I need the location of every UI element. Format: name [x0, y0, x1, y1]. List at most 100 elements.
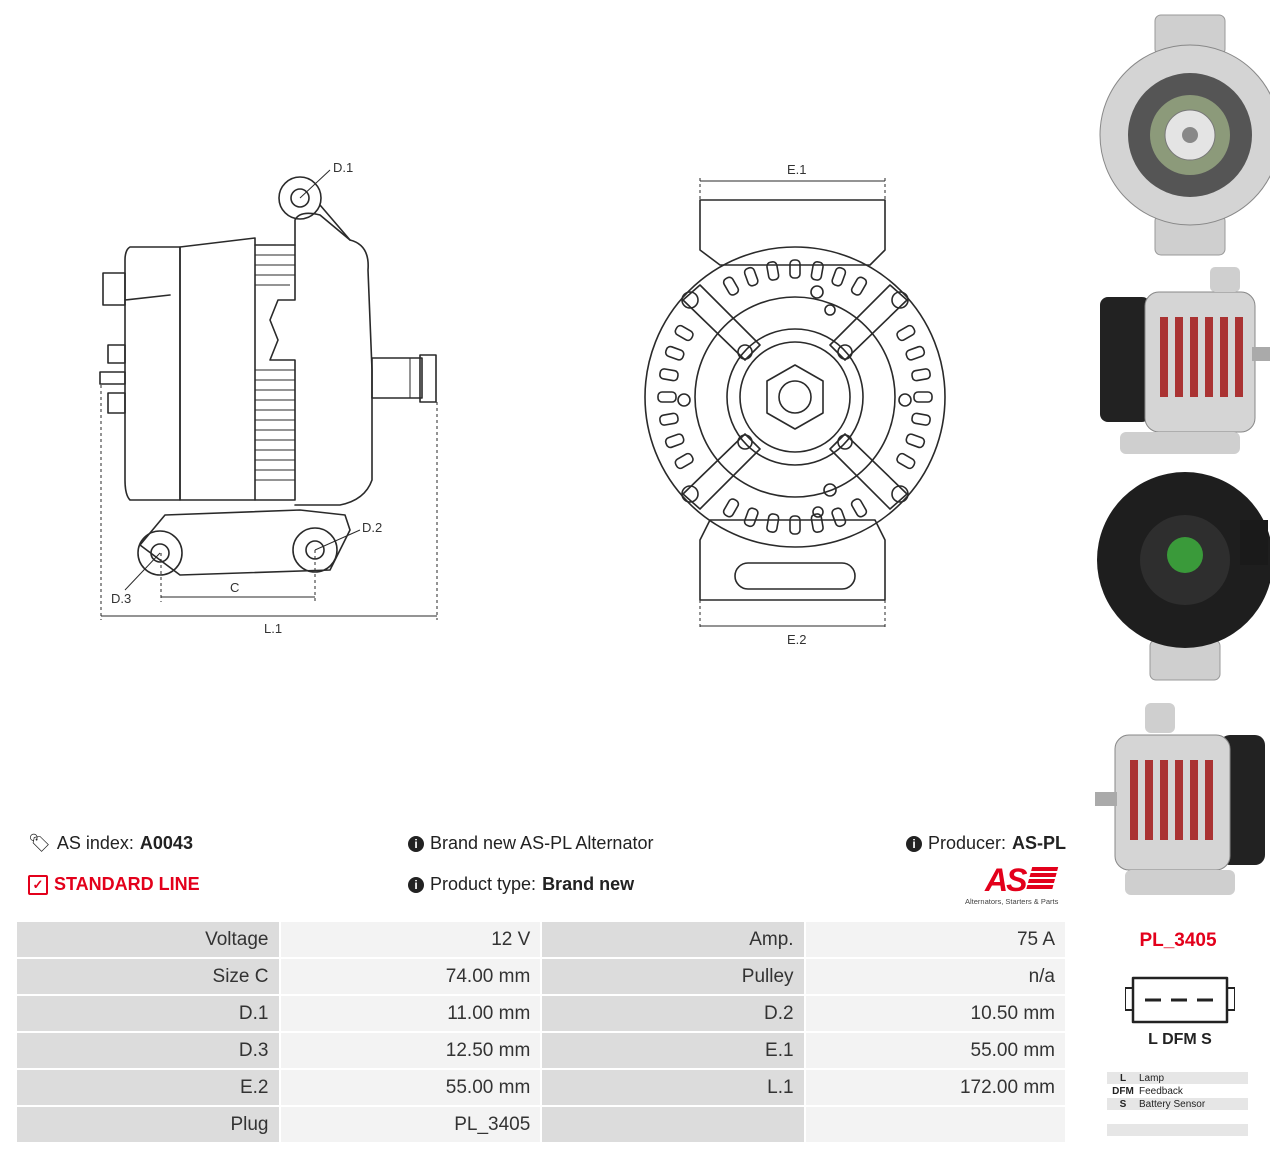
- vent-slot: [810, 261, 824, 281]
- vent-slot: [664, 433, 685, 449]
- spec-key: Size C: [17, 959, 279, 994]
- spec-value: 10.50 mm: [805, 996, 1065, 1031]
- legend-row-dfm: DFM Feedback: [1107, 1085, 1248, 1097]
- plug-code: PL_3405: [1139, 930, 1217, 951]
- standard-line-badge: ✓ STANDARD LINE: [28, 874, 200, 895]
- spec-value: 11.00 mm: [280, 996, 541, 1031]
- legend-row-l: L Lamp: [1107, 1072, 1248, 1084]
- vent-slot: [722, 498, 740, 518]
- as-index-value: A0043: [139, 833, 193, 853]
- spec-value: [805, 1107, 1065, 1142]
- vent-slot: [674, 452, 694, 470]
- legend-desc: Battery Sensor: [1139, 1098, 1206, 1110]
- label-c: C: [230, 580, 239, 595]
- logo-mark: AS: [985, 862, 1027, 898]
- vent-slot: [743, 507, 759, 528]
- spec-key: [542, 1107, 804, 1142]
- vent-slot: [766, 261, 780, 281]
- plug-pins: L DFM S: [1148, 1031, 1212, 1048]
- spec-key: D.3: [17, 1033, 279, 1068]
- vent-slot: [789, 259, 801, 279]
- vent-slot: [766, 513, 780, 533]
- standard-line-label: STANDARD LINE: [54, 874, 200, 894]
- label-d2: D.2: [362, 520, 382, 535]
- logo-stripes: [1025, 867, 1059, 891]
- as-index: 🏷︎ AS index: A0043: [28, 833, 193, 854]
- legend-code: S: [1119, 1098, 1127, 1110]
- photo-rear: [1090, 470, 1270, 685]
- photo-front: [1090, 10, 1270, 260]
- check-square-icon: ✓: [28, 874, 48, 895]
- spec-key: L.1: [542, 1070, 804, 1105]
- legend-desc: Feedback: [1139, 1085, 1183, 1097]
- vent-slot: [850, 276, 868, 296]
- producer-label: Producer:: [928, 833, 1007, 853]
- vent-slot: [896, 324, 916, 342]
- legend-code: L: [1119, 1072, 1127, 1084]
- vent-slot: [831, 507, 847, 528]
- spec-key: Voltage: [17, 922, 279, 957]
- label-l1: L.1: [264, 621, 282, 636]
- spec-value: 12 V: [280, 922, 541, 957]
- photo-side-left: [1090, 262, 1270, 462]
- as-index-label: AS index:: [56, 833, 134, 853]
- spec-value: PL_3405: [280, 1107, 541, 1142]
- label-e1: E.1: [787, 162, 807, 177]
- label-d1: D.1: [333, 160, 353, 175]
- logo-tagline: Alternators, Starters & Parts: [965, 897, 1059, 906]
- vent-slot: [850, 498, 868, 518]
- vent-slot: [896, 452, 916, 470]
- product-type-info: i Product type: Brand new: [408, 874, 634, 895]
- legend-desc: Lamp: [1139, 1072, 1165, 1084]
- vent-slot: [810, 513, 824, 533]
- asp-logo: AS Alternators, Starters & Parts: [965, 862, 1069, 908]
- vent-slot: [789, 515, 801, 535]
- spec-key: E.2: [17, 1070, 279, 1105]
- vent-slot: [911, 412, 931, 426]
- spec-key: Pulley: [542, 959, 804, 994]
- vent-slot: [913, 391, 933, 403]
- vent-slot: [743, 266, 759, 287]
- vent-slot: [674, 324, 694, 342]
- info-circle-icon: i: [906, 835, 922, 852]
- legend-row-s: S Battery Sensor: [1107, 1098, 1248, 1110]
- legend-row-empty: [1107, 1124, 1248, 1136]
- spec-value: 55.00 mm: [280, 1070, 541, 1105]
- label-e2: E.2: [787, 632, 807, 647]
- spec-key: E.1: [542, 1033, 804, 1068]
- brand-new-info: i Brand new AS-PL Alternator: [408, 833, 653, 854]
- vent-slot: [657, 391, 677, 403]
- vent-slot: [911, 368, 931, 382]
- product-type-label: Product type:: [430, 874, 537, 894]
- spec-key: Plug: [17, 1107, 279, 1142]
- vent-slot: [659, 368, 679, 382]
- legend-code: DFM: [1112, 1085, 1134, 1097]
- vent-slot: [905, 345, 926, 361]
- plug-connector-icon: [1125, 976, 1235, 1024]
- photo-side-right: [1090, 700, 1270, 905]
- spec-value: n/a: [805, 959, 1065, 994]
- spec-value: 55.00 mm: [805, 1033, 1065, 1068]
- producer-value: AS-PL: [1012, 833, 1067, 853]
- vent-slot: [659, 412, 679, 426]
- brand-new-text: Brand new AS-PL Alternator: [430, 833, 654, 853]
- product-type-value: Brand new: [542, 874, 635, 894]
- spec-value: 172.00 mm: [805, 1070, 1065, 1105]
- vent-slot: [664, 345, 685, 361]
- producer-info: i Producer: AS-PL: [906, 833, 1066, 854]
- vent-slot: [905, 433, 926, 449]
- vent-slot: [831, 266, 847, 287]
- front-view-drawing: E.1 E.2: [644, 162, 946, 647]
- side-view-drawing: D.1 D.2 D.3 C L.1: [99, 160, 438, 636]
- tags-icon: 🏷︎: [28, 833, 51, 853]
- spec-key: Amp.: [542, 922, 804, 957]
- label-d3: D.3: [111, 591, 131, 606]
- spec-value: 12.50 mm: [280, 1033, 541, 1068]
- info-circle-icon: i: [408, 876, 424, 893]
